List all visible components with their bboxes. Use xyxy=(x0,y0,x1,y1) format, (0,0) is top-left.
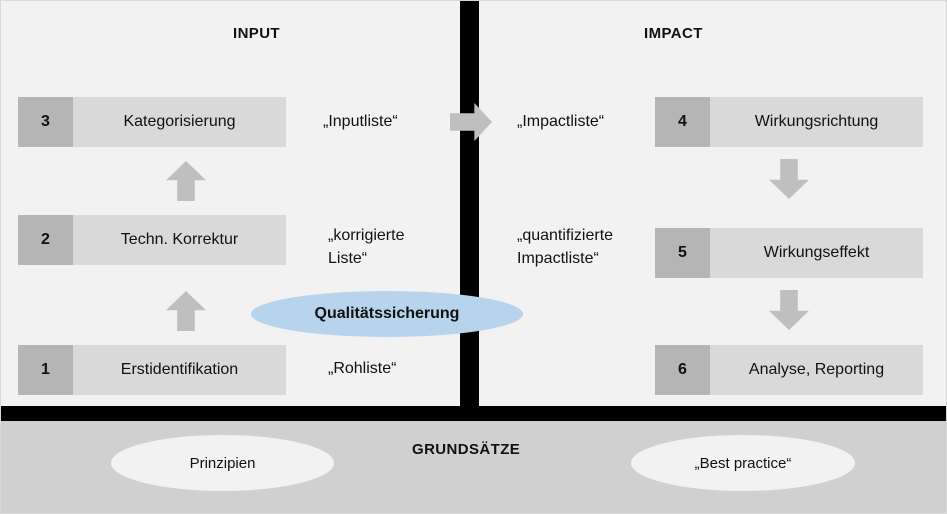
flow-label-rohliste: „Rohliste“ xyxy=(328,360,397,377)
arrow-up-icon xyxy=(166,291,206,331)
section-title-impact: IMPACT xyxy=(644,25,703,42)
arrow-down-icon xyxy=(769,159,809,199)
flow-label-inputliste: „Inputliste“ xyxy=(323,113,398,130)
step-label-2: Techn. Korrektur xyxy=(120,231,239,248)
step-number-3: 3 xyxy=(18,97,73,147)
step-label-6: Analyse, Reporting xyxy=(748,361,885,378)
step-number-2: 2 xyxy=(18,215,73,265)
vertical-divider xyxy=(460,1,479,406)
section-title-grundsaetze: GRUNDSÄTZE xyxy=(412,441,521,458)
step-number-1: 1 xyxy=(18,345,73,395)
step-label-3: Kategorisierung xyxy=(123,113,236,130)
flow-label-korrigierte-liste: „korrigierte Liste“ xyxy=(328,227,405,267)
arrow-up-icon xyxy=(166,161,206,201)
step-number-5: 5 xyxy=(655,228,710,278)
step-box-6[interactable]: 6 Analyse, Reporting xyxy=(655,345,923,395)
step-number-6: 6 xyxy=(655,345,710,395)
horizontal-divider xyxy=(1,406,946,421)
step-label-1: Erstidentifikation xyxy=(120,361,239,378)
flow-label-quantifizierte-impactliste: „quantifizierte Impactliste“ xyxy=(517,227,614,267)
step-box-3[interactable]: 3 Kategorisierung xyxy=(18,97,286,147)
step-box-2[interactable]: 2 Techn. Korrektur xyxy=(18,215,286,265)
arrow-down-icon xyxy=(769,290,809,330)
quality-assurance-ellipse[interactable]: Qualitätssicherung xyxy=(251,291,523,337)
step-label-5: Wirkungseffekt xyxy=(763,244,870,261)
principle-ellipse-best-practice[interactable]: „Best practice“ xyxy=(631,435,855,491)
step-box-4[interactable]: 4 Wirkungsrichtung xyxy=(655,97,923,147)
step-number-4: 4 xyxy=(655,97,710,147)
step-box-1[interactable]: 1 Erstidentifikation xyxy=(18,345,286,395)
flow-label-impactliste: „Impactliste“ xyxy=(517,113,605,130)
step-label-4: Wirkungsrichtung xyxy=(754,113,879,130)
step-box-5[interactable]: 5 Wirkungseffekt xyxy=(655,228,923,278)
section-title-input: INPUT xyxy=(233,25,280,42)
principle-ellipse-prinzipien[interactable]: Prinzipien xyxy=(111,435,334,491)
